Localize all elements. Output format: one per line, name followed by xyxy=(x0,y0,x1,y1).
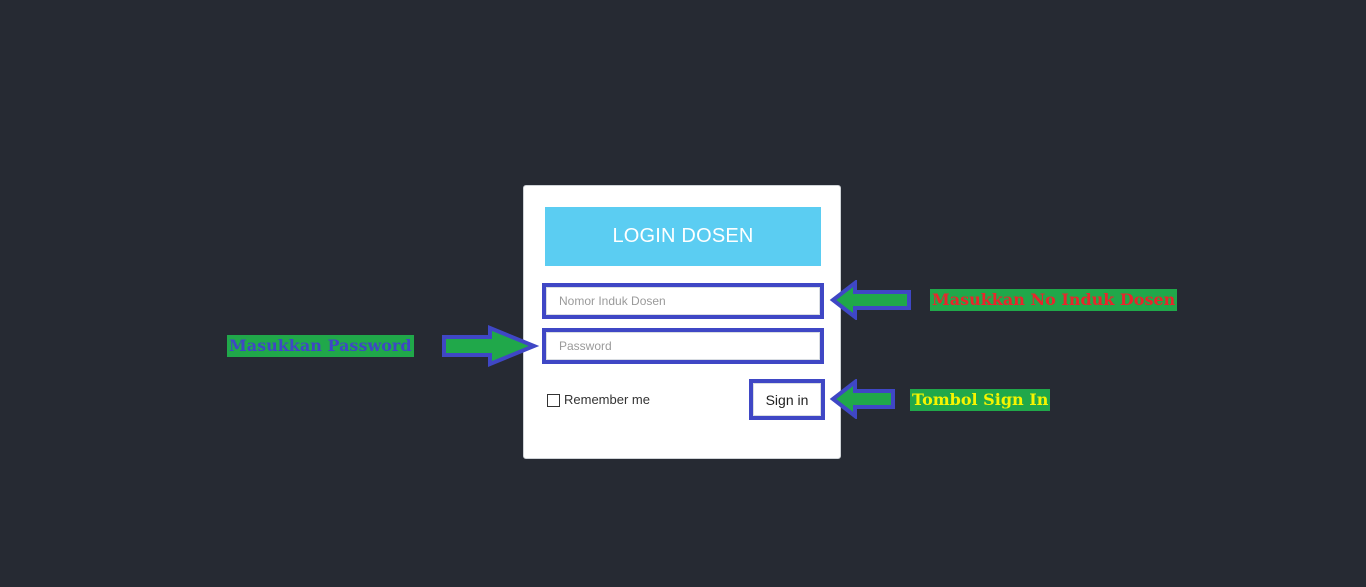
login-title: LOGIN DOSEN xyxy=(545,207,821,266)
nid-annotation: Masukkan No Induk Dosen xyxy=(930,289,1178,311)
password-field-highlight xyxy=(542,328,824,364)
signin-highlight: Sign in xyxy=(749,379,825,420)
remember-me[interactable]: Remember me xyxy=(547,392,650,407)
login-panel: LOGIN DOSEN Remember me Sign in xyxy=(523,185,841,459)
signin-button[interactable]: Sign in xyxy=(753,383,821,416)
remember-checkbox[interactable] xyxy=(547,394,560,407)
password-annotation: Masukkan Password xyxy=(227,335,414,357)
nid-field-highlight xyxy=(542,283,824,319)
signin-annotation: Tombol Sign In xyxy=(910,389,1051,411)
remember-label: Remember me xyxy=(564,392,650,407)
arrow-left-icon xyxy=(829,280,911,320)
password-input[interactable] xyxy=(546,332,820,360)
arrow-right-icon xyxy=(442,325,540,367)
nid-input[interactable] xyxy=(546,287,820,315)
arrow-left-icon xyxy=(829,379,895,419)
